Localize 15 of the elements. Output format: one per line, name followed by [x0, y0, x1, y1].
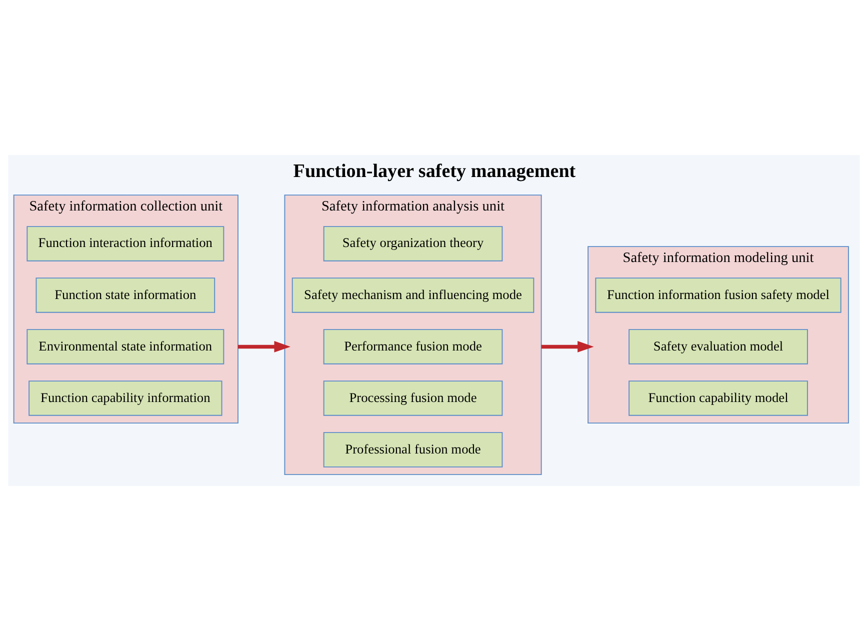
- diagram-title: Function-layer safety management: [293, 160, 576, 182]
- node-box: Function capability information: [28, 380, 222, 416]
- node-box: Processing fusion mode: [323, 380, 503, 416]
- node-box: Safety evaluation model: [628, 328, 808, 364]
- node-box: Function state information: [36, 277, 216, 312]
- node-box: Function capability model: [628, 380, 808, 416]
- node-box: Function information fusion safety model: [595, 277, 842, 312]
- node-box: Safety organization theory: [323, 226, 503, 261]
- node-box: Performance fusion mode: [323, 328, 503, 364]
- node-box: Safety mechanism and influencing mode: [292, 277, 534, 312]
- node-box: Environmental state information: [26, 328, 224, 364]
- arrow: [541, 340, 594, 352]
- node-box: Function interaction information: [26, 226, 224, 261]
- arrow: [238, 340, 290, 352]
- node-box: Professional fusion mode: [323, 432, 503, 467]
